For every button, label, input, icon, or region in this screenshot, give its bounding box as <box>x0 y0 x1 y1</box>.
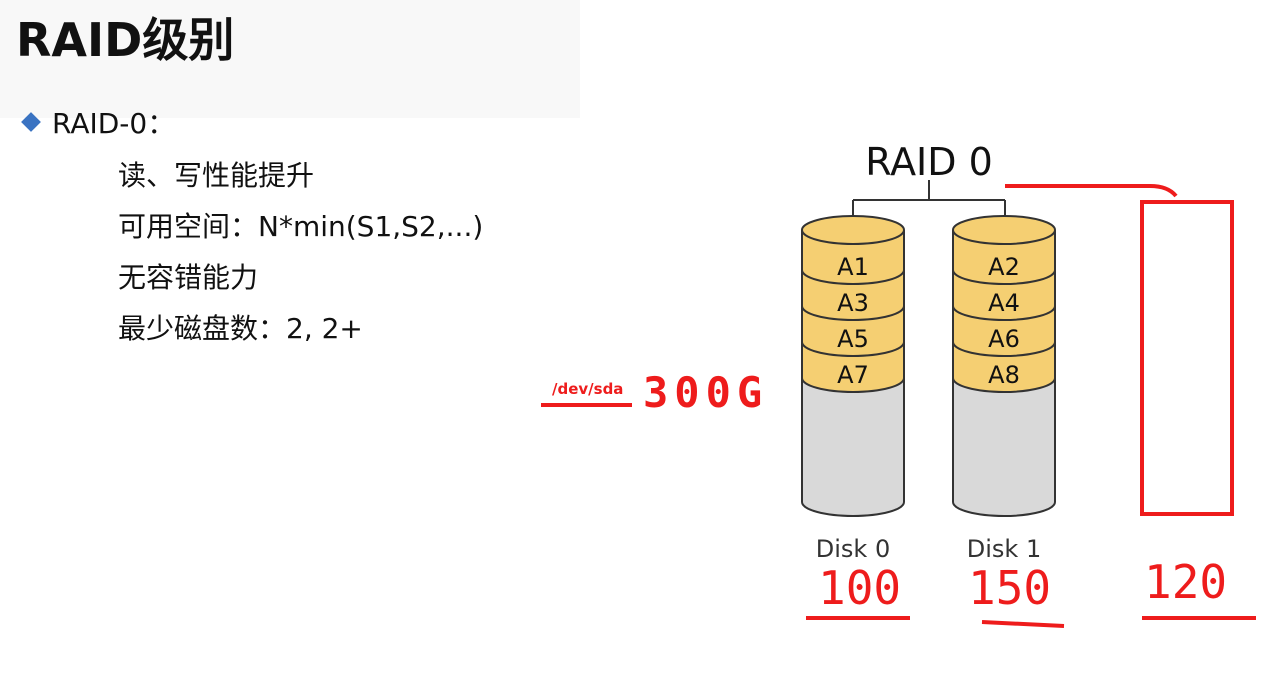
third-disk-box <box>1140 200 1234 516</box>
device-size: 300G <box>643 368 768 417</box>
size-underline <box>981 620 1065 628</box>
disk-label: Disk 0 <box>816 535 890 563</box>
disk-size: 150 <box>968 561 1051 615</box>
point-item: 读、写性能提升 <box>118 159 315 192</box>
bullet-label: RAID-0： <box>52 107 176 140</box>
annotation-connector <box>1005 184 1178 198</box>
disk-size: 120 <box>1144 555 1227 609</box>
diagram-connector <box>852 180 1006 218</box>
bullet-raid0: RAID-0： <box>18 102 175 142</box>
block-label: A2 <box>988 253 1020 281</box>
block-label: A1 <box>837 253 869 281</box>
disk-size: 100 <box>818 561 901 615</box>
point-item: 最少磁盘数：2, 2+ <box>118 312 363 345</box>
header-background <box>0 0 580 118</box>
block-label: A7 <box>837 361 869 389</box>
disk-0-cylinder <box>801 215 905 517</box>
disk-1-cylinder <box>952 215 1056 517</box>
disk-label: Disk 1 <box>967 535 1041 563</box>
point-item: 无容错能力 <box>118 261 259 294</box>
block-label: A4 <box>988 289 1020 317</box>
slide-title: RAID级别 <box>16 13 235 67</box>
point-list: 读、写性能提升 可用空间：N*min(S1,S2,...) 无容错能力 最少磁盘… <box>118 150 483 354</box>
block-label: A5 <box>837 325 869 353</box>
diagram-title: RAID 0 <box>865 140 993 184</box>
block-label: A8 <box>988 361 1020 389</box>
point-item: 可用空间：N*min(S1,S2,...) <box>118 210 484 243</box>
device-label: /dev/sda <box>552 380 623 398</box>
block-label: A6 <box>988 325 1020 353</box>
block-label: A3 <box>837 289 869 317</box>
